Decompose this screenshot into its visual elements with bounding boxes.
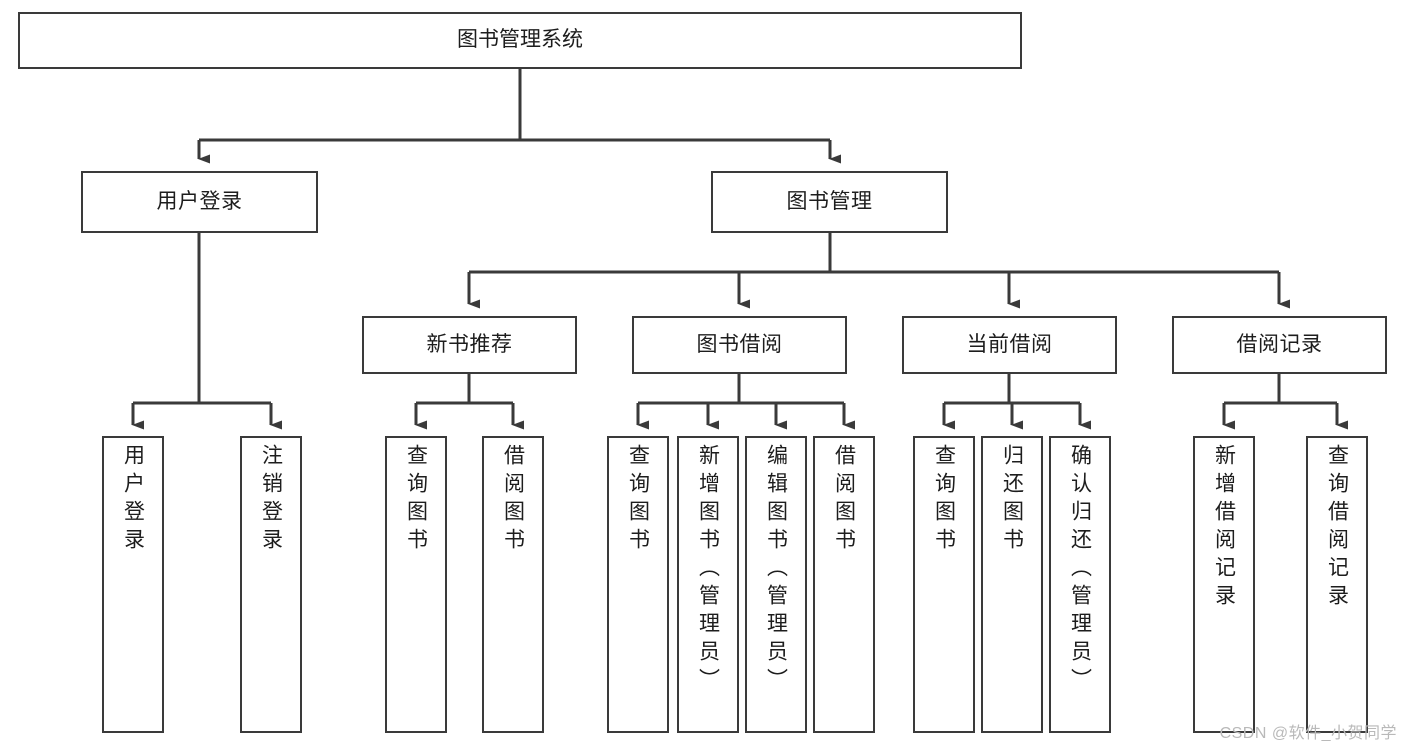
borrowrecord-to-leaves-connectors — [1222, 374, 1348, 430]
node-label: 当前借阅 — [966, 332, 1053, 356]
leaf-borrowrecord-query-record[interactable]: 查询借阅记录 — [1306, 436, 1368, 733]
node-user-login[interactable]: 用户登录 — [81, 171, 318, 233]
leaf-currentborrow-query-book[interactable]: 查询图书 — [913, 436, 975, 733]
leaf-currentborrow-return-book[interactable]: 归还图书 — [981, 436, 1043, 733]
node-label: 归还图书 — [1000, 444, 1024, 556]
leaf-user-login-signout[interactable]: 注销登录 — [240, 436, 302, 733]
leaf-newbook-borrow-book[interactable]: 借阅图书 — [482, 436, 544, 733]
node-label: 查询图书 — [932, 444, 956, 556]
leaf-currentborrow-confirm-return-admin[interactable]: 确认归还（管理员） — [1049, 436, 1111, 733]
node-label: 新增图书（管理员） — [696, 444, 720, 696]
leaf-bookborrow-edit-book-admin[interactable]: 编辑图书（管理员） — [745, 436, 807, 733]
leaf-newbook-query-book[interactable]: 查询图书 — [385, 436, 447, 733]
leaf-borrowrecord-add-record[interactable]: 新增借阅记录 — [1193, 436, 1255, 733]
node-new-book-recommend[interactable]: 新书推荐 — [362, 316, 577, 374]
node-label: 用户登录 — [121, 444, 145, 556]
node-label: 借阅图书 — [832, 444, 856, 556]
userlogin-to-leaves-connectors — [131, 233, 282, 430]
node-book-borrow[interactable]: 图书借阅 — [632, 316, 847, 374]
node-label: 借阅记录 — [1236, 332, 1323, 356]
node-label: 查询图书 — [404, 444, 428, 556]
node-label: 查询图书 — [626, 444, 650, 556]
node-borrow-record[interactable]: 借阅记录 — [1172, 316, 1387, 374]
leaf-bookborrow-borrow-book[interactable]: 借阅图书 — [813, 436, 875, 733]
node-label: 注销登录 — [259, 444, 283, 556]
node-label: 新增借阅记录 — [1212, 444, 1236, 612]
node-label: 图书借阅 — [696, 332, 783, 356]
node-root-system[interactable]: 图书管理系统 — [18, 12, 1022, 69]
node-label: 查询借阅记录 — [1325, 444, 1349, 612]
node-current-borrow[interactable]: 当前借阅 — [902, 316, 1117, 374]
bookmgmt-to-level3-connectors — [467, 233, 1290, 309]
node-label: 借阅图书 — [501, 444, 525, 556]
node-label: 图书管理系统 — [457, 28, 583, 52]
newbook-to-leaves-connectors — [414, 374, 524, 430]
leaf-bookborrow-query-book[interactable]: 查询图书 — [607, 436, 669, 733]
bookborrow-to-leaves-connectors — [636, 374, 855, 430]
node-label: 编辑图书（管理员） — [764, 444, 788, 696]
node-label: 确认归还（管理员） — [1068, 444, 1092, 696]
node-book-management[interactable]: 图书管理 — [711, 171, 948, 233]
currentborrow-to-leaves-connectors — [942, 374, 1091, 430]
node-label: 用户登录 — [156, 189, 243, 213]
leaf-bookborrow-add-book-admin[interactable]: 新增图书（管理员） — [677, 436, 739, 733]
watermark-text: CSDN @软件_小贺同学 — [1219, 725, 1397, 742]
root-to-level2-connectors — [197, 69, 841, 164]
node-label: 新书推荐 — [426, 332, 513, 356]
node-label: 图书管理 — [786, 189, 873, 213]
leaf-user-login-signin[interactable]: 用户登录 — [102, 436, 164, 733]
